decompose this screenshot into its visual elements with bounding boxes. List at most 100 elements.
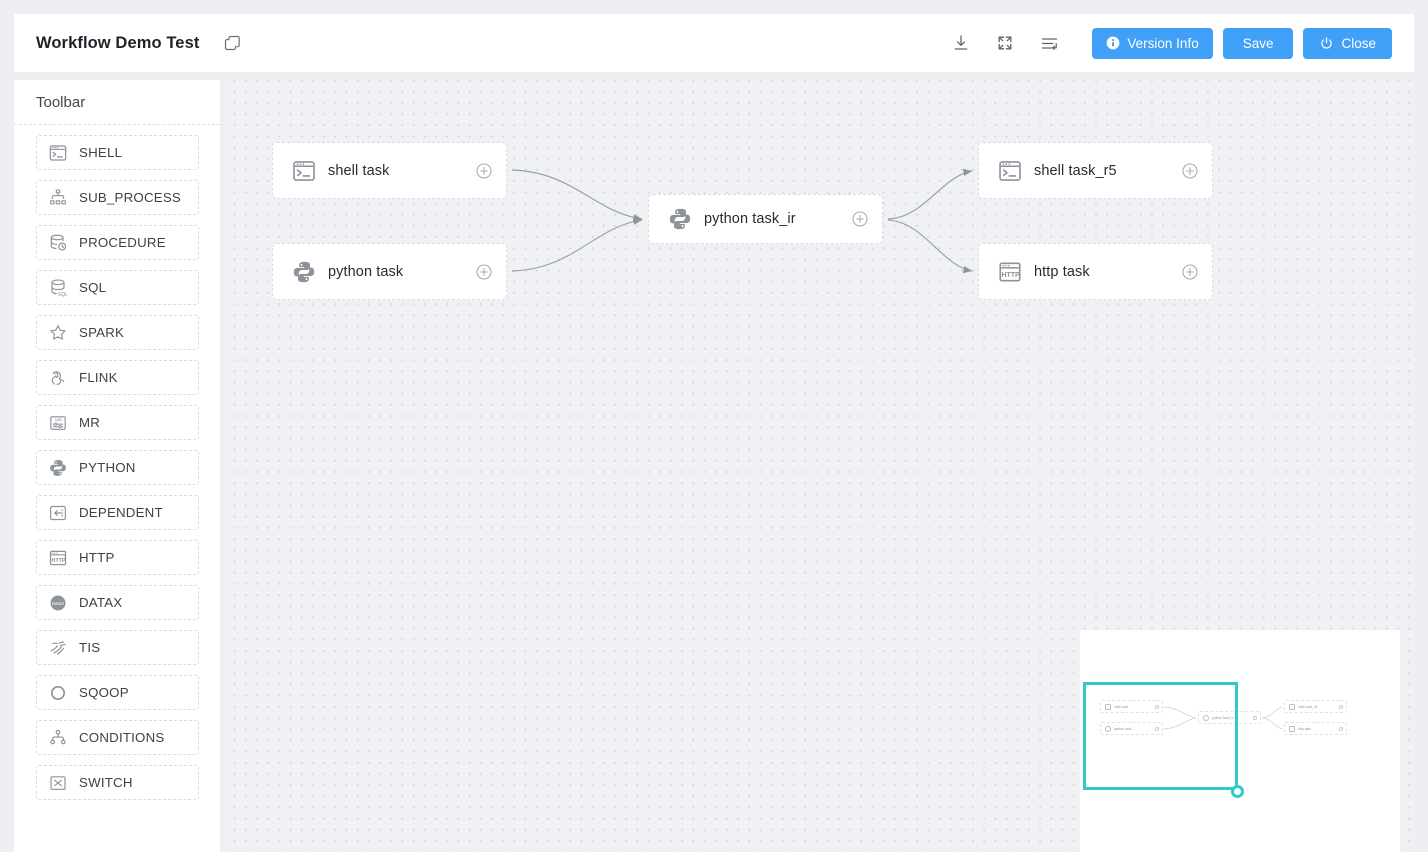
minimap[interactable]: shell task python task python task_ir shell… <box>1080 630 1400 852</box>
minimap-node-handle <box>1253 715 1257 720</box>
dag-node-label: shell task_r5 <box>1034 162 1117 179</box>
switch-icon <box>48 773 68 793</box>
minimap-node: python task <box>1100 722 1163 735</box>
minimap-node-handle <box>1339 704 1343 709</box>
toolbar-heading: Toolbar <box>14 80 220 125</box>
terminal-icon <box>997 158 1023 184</box>
dag-node-http-task[interactable]: HTTP http task <box>978 243 1213 300</box>
svg-text:MR: MR <box>55 417 62 422</box>
edge-shell-to-pythonir <box>511 169 643 222</box>
app-header: Workflow Demo Test <box>14 14 1414 72</box>
copy-icon[interactable] <box>223 34 242 53</box>
toolbar-item-label: SUB_PROCESS <box>79 190 181 205</box>
minimap-node-label: python task <box>1114 726 1132 731</box>
terminal-icon <box>291 158 317 184</box>
python-icon <box>667 206 693 232</box>
version-info-button[interactable]: Version Info <box>1092 27 1213 59</box>
minimap-node-handle <box>1155 726 1159 731</box>
svg-text:DataX: DataX <box>52 600 65 605</box>
add-connection-handle[interactable] <box>1182 162 1198 179</box>
toolbar-item-label: PROCEDURE <box>79 235 166 250</box>
toolbar-item-label: DEPENDENT <box>79 505 163 520</box>
minimap-node: shell task_r5 <box>1284 700 1347 713</box>
toolbar-item-mr[interactable]: MR MR <box>36 405 199 440</box>
minimap-edges <box>1163 706 1283 730</box>
dag-node-shell-task[interactable]: shell task <box>272 142 507 199</box>
edge-pythonir-to-http <box>887 219 973 274</box>
svg-text:SQL: SQL <box>58 292 68 298</box>
close-label: Close <box>1341 35 1376 51</box>
dag-canvas[interactable]: shell task python task python task_ir sh… <box>224 80 1414 852</box>
toolbar-item-dependent[interactable]: DEPENDENT <box>36 495 199 530</box>
fullscreen-icon[interactable] <box>994 32 1016 54</box>
minimap-resize-handle[interactable] <box>1231 785 1244 798</box>
toolbar-item-switch[interactable]: SWITCH <box>36 765 199 800</box>
minimap-node-icon <box>1105 725 1111 732</box>
toolbar-item-label: FLINK <box>79 370 118 385</box>
dag-node-label: http task <box>1034 263 1090 280</box>
http-icon: HTTP <box>997 259 1023 285</box>
minimap-node-icon <box>1289 703 1295 710</box>
add-connection-handle[interactable] <box>852 211 868 227</box>
toolbar-item-shell[interactable]: SHELL <box>36 135 199 170</box>
http-icon: HTTP <box>48 548 68 568</box>
toolbar-item-spark[interactable]: SPARK <box>36 315 199 350</box>
dag-node-label: python task <box>328 263 404 280</box>
flink-squirrel-icon <box>48 368 68 388</box>
mapreduce-icon: MR <box>48 413 68 433</box>
toolbar-item-conditions[interactable]: CONDITIONS <box>36 720 199 755</box>
toolbar-item-flink[interactable]: FLINK <box>36 360 199 395</box>
toolbar-item-label: TIS <box>79 640 101 655</box>
close-button[interactable]: Close <box>1303 27 1392 59</box>
spark-star-icon <box>48 323 68 343</box>
version-info-label: Version Info <box>1127 35 1199 51</box>
dependent-arrow-icon <box>48 503 68 523</box>
toolbar-item-label: CONDITIONS <box>79 730 165 745</box>
toolbar-item-tis[interactable]: TIS <box>36 630 199 665</box>
toolbar-item-sub_process[interactable]: SUB_PROCESS <box>36 180 199 215</box>
header-icon-group <box>950 32 1060 54</box>
add-connection-handle[interactable] <box>476 263 492 280</box>
add-connection-handle[interactable] <box>476 162 492 179</box>
dag-node-python-task[interactable]: python task <box>272 243 507 300</box>
minimap-node-handle <box>1155 704 1159 709</box>
minimap-node-icon <box>1203 714 1209 721</box>
minimap-node-icon <box>1105 703 1111 710</box>
toolbar-item-label: SQL <box>79 280 107 295</box>
add-connection-handle[interactable] <box>1182 263 1198 280</box>
save-button[interactable]: Save <box>1222 27 1294 59</box>
toolbar-item-label: SQOOP <box>79 685 129 700</box>
svg-text:HTTP: HTTP <box>1002 271 1020 278</box>
database-sql-icon: SQL <box>48 278 68 298</box>
edge-pythonir-to-shellr5 <box>887 168 973 220</box>
format-dag-icon[interactable] <box>1038 32 1060 54</box>
toolbar-item-procedure[interactable]: PROCEDURE <box>36 225 199 260</box>
minimap-node: http task <box>1284 722 1347 735</box>
database-clock-icon <box>48 233 68 253</box>
save-label: Save <box>1242 35 1274 51</box>
edge-python-to-pythonir <box>511 217 643 272</box>
toolbar-item-label: SHELL <box>79 145 123 160</box>
toolbar-item-sqoop[interactable]: SQOOP <box>36 675 199 710</box>
minimap-viewport[interactable] <box>1083 682 1238 790</box>
dag-node-shell-task-r5[interactable]: shell task_r5 <box>978 142 1213 199</box>
minimap-node: python task_ir <box>1198 711 1261 724</box>
download-icon[interactable] <box>950 32 972 54</box>
toolbar-item-label: SWITCH <box>79 775 133 790</box>
python-icon <box>48 458 68 478</box>
datax-circle-icon: DataX <box>48 593 68 613</box>
minimap-content: shell task python task python task_ir shell… <box>1080 630 1400 852</box>
toolbar-item-python[interactable]: PYTHON <box>36 450 199 485</box>
hierarchy-icon <box>48 188 68 208</box>
minimap-node-label: python task_ir <box>1212 715 1234 720</box>
dag-node-python-task-ir[interactable]: python task_ir <box>648 194 883 244</box>
minimap-node: shell task <box>1100 700 1163 713</box>
svg-text:HTTP: HTTP <box>52 557 66 563</box>
toolbar-item-sql[interactable]: SQL SQL <box>36 270 199 305</box>
sqoop-circle-icon <box>48 683 68 703</box>
